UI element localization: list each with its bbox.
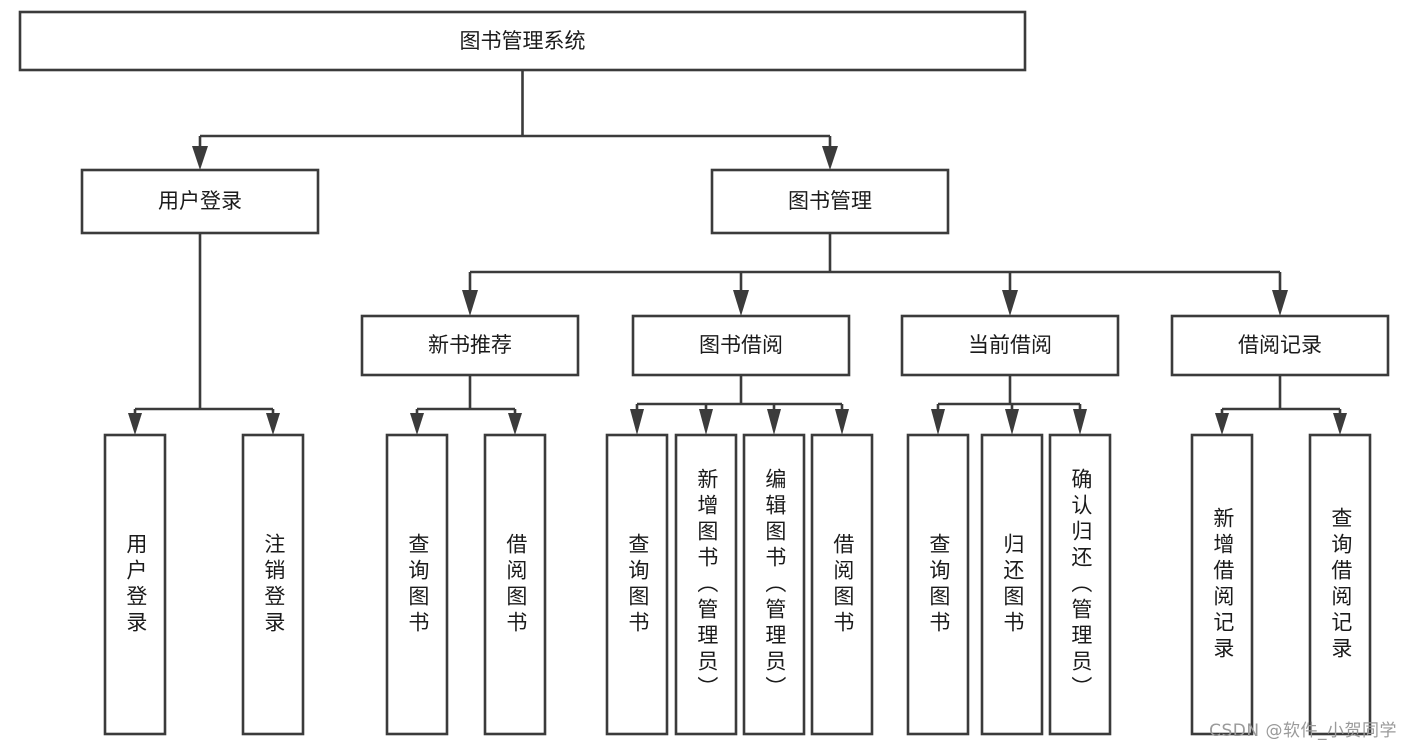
arrow-head-current-borrow [1002,290,1018,316]
arrow-head-leaf-query-book-rec [410,413,424,435]
connector-group-user-login [128,233,280,435]
node-new-book-rec-label: 新书推荐 [428,333,512,357]
leaf-add-record-box[interactable] [1190,433,1254,736]
node-current-borrow-box[interactable] [900,314,1120,377]
leaf-query-record-box[interactable] [1308,433,1372,736]
node-new-book-rec-box[interactable] [360,314,580,377]
arrow-head-leaf-borrow-book-bb [835,409,849,435]
node-book-borrow-box[interactable] [631,314,851,377]
connector-group-borrow-record [1215,375,1347,435]
node-new-book-rec[interactable]: 新书推荐 [360,314,580,377]
connector-group-book-borrow [630,375,849,435]
leaf-user-login-box[interactable] [103,433,167,736]
arrow-head-leaf-query-book-bb [630,409,644,435]
node-root-label: 图书管理系统 [460,29,586,53]
leaf-query-book-cb-box[interactable] [906,433,970,736]
node-book-borrow[interactable]: 图书借阅 [631,314,851,377]
connector-group-book-manage [462,233,1288,316]
node-borrow-record-label: 借阅记录 [1238,333,1322,357]
connector-group-new-book-rec [410,375,522,435]
arrow-head-leaf-add-record [1215,413,1229,435]
node-current-borrow[interactable]: 当前借阅 [900,314,1120,377]
watermark-text: CSDN @软件_小贺同学 [1209,721,1397,741]
arrow-head-leaf-edit-book-admin [767,409,781,435]
node-book-manage[interactable]: 图书管理 [710,168,950,235]
node-borrow-record[interactable]: 借阅记录 [1170,314,1390,377]
leaf-borrow-book-bb-box[interactable] [810,433,874,736]
connector-group-root [192,70,838,170]
leaf-return-book-box[interactable] [980,433,1044,736]
node-user-login-box[interactable] [80,168,320,235]
leaf-query-book-rec-box[interactable] [385,433,449,736]
leaf-query-book-bb-box[interactable] [605,433,669,736]
arrow-head-leaf-query-record [1333,413,1347,435]
arrow-head-user-login [192,146,208,170]
arrow-head-leaf-logout-login [266,413,280,435]
leaf-edit-book-admin-box[interactable] [742,433,806,736]
arrow-head-book-manage [822,146,838,170]
arrow-head-leaf-query-book-cb [931,409,945,435]
leaf-logout-login-box[interactable] [241,433,305,736]
arrow-head-borrow-record [1272,290,1288,316]
leaf-confirm-return-box[interactable] [1048,433,1112,736]
leaf-borrow-book-rec-box[interactable] [483,433,547,736]
leaf-add-book-admin-box[interactable] [674,433,738,736]
node-book-borrow-label: 图书借阅 [699,333,783,357]
arrow-head-book-borrow [733,290,749,316]
arrow-head-new-book-rec [462,290,478,316]
arrow-head-leaf-add-book-admin [699,409,713,435]
node-user-login[interactable]: 用户登录 [80,168,320,235]
leaf-box-group [103,433,1372,736]
arrow-head-leaf-user-login [128,413,142,435]
node-borrow-record-box[interactable] [1170,314,1390,377]
node-root-box[interactable] [18,10,1027,72]
node-root[interactable]: 图书管理系统 [18,10,1027,72]
node-current-borrow-label: 当前借阅 [968,333,1052,357]
node-book-manage-box[interactable] [710,168,950,235]
arrow-head-leaf-confirm-return [1073,409,1087,435]
arrow-head-leaf-borrow-book-rec [508,413,522,435]
connector-group-current-borrow [931,375,1087,435]
arrow-head-leaf-return-book [1005,409,1019,435]
node-user-login-label: 用户登录 [158,189,242,213]
node-book-manage-label: 图书管理 [788,189,872,213]
